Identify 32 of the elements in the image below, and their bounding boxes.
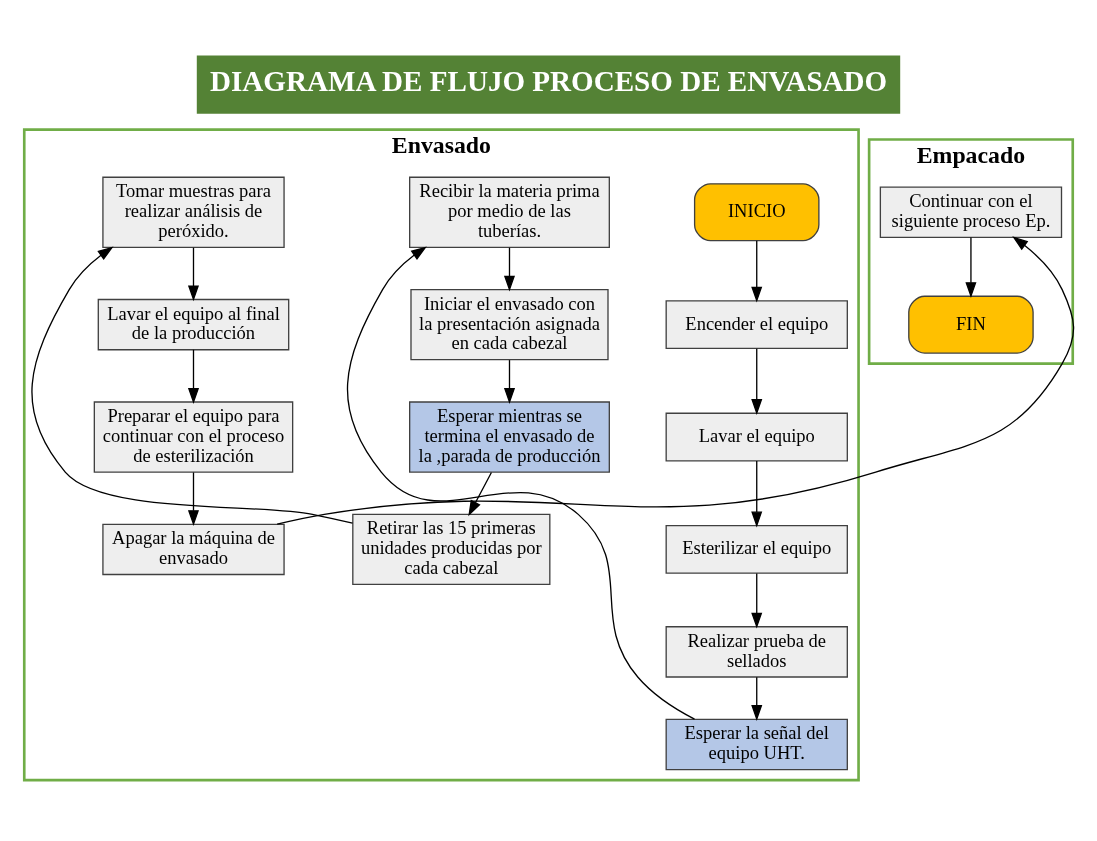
node-box: Esperar mientras se termina el envasado de la ,parada de producción (409, 401, 610, 473)
arrow (751, 240, 763, 303)
node-box: Recibir la materia prima por medio de las tuberías. (409, 176, 610, 248)
arrow (187, 349, 200, 404)
node-box: Apagar la máquina de envasado (102, 523, 285, 576)
arrow (187, 471, 200, 527)
arrow (965, 236, 977, 299)
node-box: Iniciar el envasado con la presentación asignada en cada cabezal (410, 288, 609, 361)
arrow (751, 676, 763, 721)
diagram-title: DIAGRAMA DE FLUJO PROCESO DE ENVASADO (210, 64, 888, 97)
arrow (751, 348, 763, 415)
arrow (187, 247, 200, 302)
node-box: Lavar el equipo al final de la producción (97, 298, 290, 351)
node-box: Esperar la señal del equipo UHT. (665, 718, 848, 771)
node-box: Lavar el equipo (665, 412, 848, 462)
arrow (751, 460, 763, 528)
node-box: Realizar prueba de sellados (665, 626, 848, 678)
arrow (503, 359, 516, 404)
node-box: FIN (908, 295, 1034, 354)
node-box: Continuar con el siguiente proceso Ep. (879, 186, 1063, 239)
arrow (503, 247, 516, 292)
node-box: Encender el equipo (665, 300, 848, 350)
node-box: INICIO (693, 183, 820, 242)
arrow (751, 572, 763, 629)
node-box: Preparar el equipo para continuar con el proceso de esterilización (93, 401, 294, 473)
arrow (276, 236, 1075, 525)
node-box: Retirar las 15 primeras unidades producidas por cada cabezal (352, 513, 551, 586)
node-box: Esterilizar el equipo (665, 524, 848, 574)
arrow (31, 246, 354, 524)
node-box: Tomar muestras para realizar análisis de peróxido. (102, 176, 285, 248)
arrow (468, 471, 493, 517)
arrow (346, 246, 696, 720)
